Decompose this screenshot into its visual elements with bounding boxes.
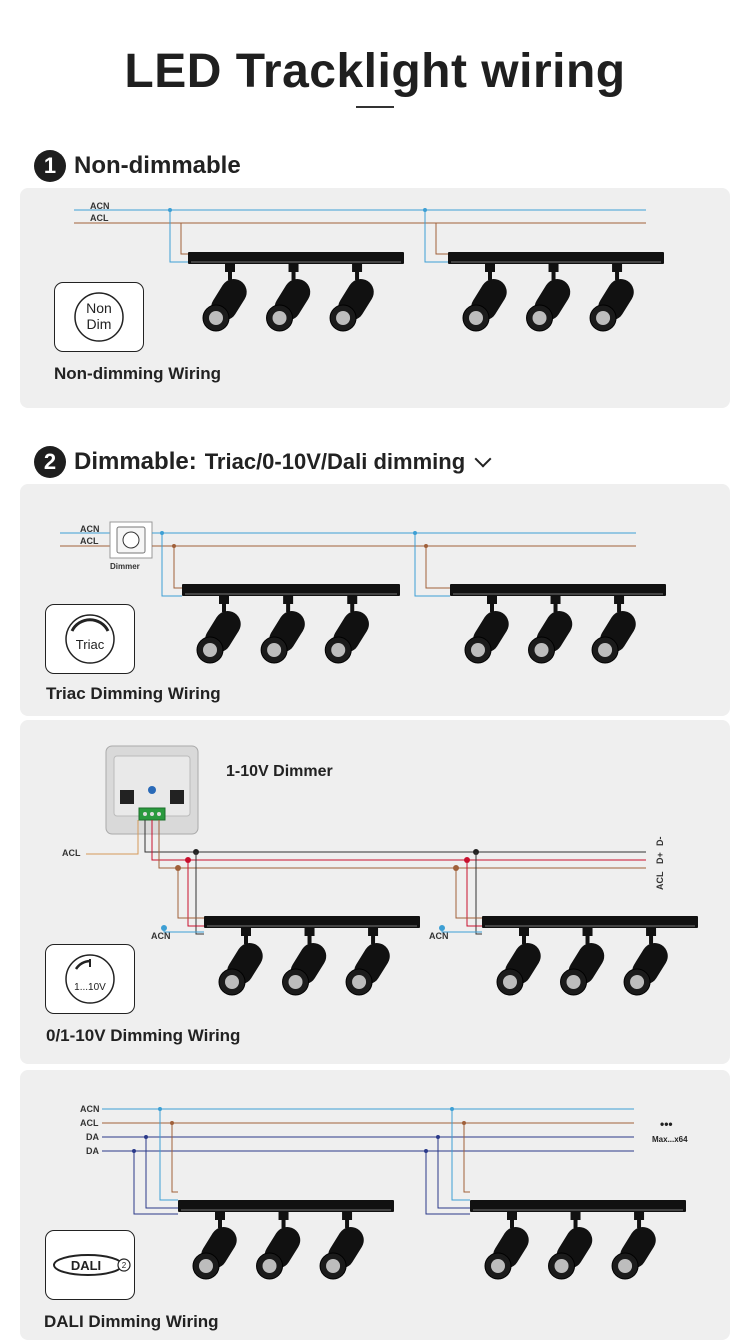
dali-caption: DALI Dimming Wiring [44,1312,219,1331]
spotlight-fixture [266,264,311,332]
spotlight-fixture [589,264,634,332]
1-10v-badge: 1...10V [45,944,135,1014]
section-2-title: Dimmable: [74,448,197,475]
dimmer-module [105,745,199,835]
spotlight-fixture [560,928,605,996]
da-label-2: DA [86,1146,99,1156]
section-1-header: 1 Non-dimmable [34,150,241,182]
acl-label: ACL [62,848,81,858]
track-rail-2 [482,916,698,996]
badge-non-text: Non [86,300,112,316]
track-rail-1 [188,252,404,332]
non-dim-badge: Non Dim [54,282,144,352]
panel-dali: ACN ACL DA DA ••• Max...x64 [20,1070,730,1340]
spotlight-fixture [345,928,390,996]
spotlight-fixture [528,596,573,664]
section-2-header: 2 Dimmable: Triac/0-10V/Dali dimming [34,446,492,478]
acn-label-1: ACN [151,931,171,941]
spotlight-fixture [591,596,636,664]
acl-label: ACL [80,1118,99,1128]
spotlight-fixture [196,596,241,664]
dimmer-label: Dimmer [110,562,140,571]
badge-triac-text: Triac [76,637,105,652]
acl-label: ACL [80,536,99,546]
badge-dali-text: DALI [71,1258,101,1273]
fixture-group-2 [423,208,448,263]
dali-badge: DALI 2 [45,1230,135,1300]
badge-dali-sup: 2 [122,1261,127,1270]
triac-caption: Triac Dimming Wiring [46,684,221,703]
dimming-1-10v-diagram: 1-10V Dimmer ACL ACN ACN D- D+ ACL [62,745,698,996]
more-dots: ••• [660,1117,673,1131]
dali-drops-2 [424,1107,470,1215]
badge-1-10v-text: 1...10V [74,982,106,993]
spotlight-fixture [611,1212,656,1280]
track-rail-1 [178,1200,394,1280]
max-label: Max...x64 [652,1135,688,1144]
da-label-1: DA [86,1132,99,1142]
spotlight-fixture [256,1212,301,1280]
page-title: LED Tracklight wiring [124,45,626,98]
dimmer-title: 1-10V Dimmer [226,763,333,780]
acn-label: ACN [80,524,100,534]
spotlight-fixture [623,928,668,996]
spotlight-fixture [218,928,263,996]
section-1-title: Non-dimmable [74,152,241,179]
spotlight-fixture [192,1212,237,1280]
track-rail-2 [470,1200,686,1280]
spotlight-fixture [329,264,374,332]
triac-badge: Triac [45,604,135,674]
track-rail-1 [204,916,420,996]
spotlight-fixture [462,264,507,332]
spotlight-fixture [282,928,327,996]
dali-diagram: ACN ACL DA DA ••• Max...x64 [80,1104,688,1280]
spotlight-fixture [484,1212,529,1280]
spotlight-fixture [548,1212,593,1280]
section-2-subtitle: Triac/0-10V/Dali dimming [204,449,466,474]
spotlight-fixture [319,1212,364,1280]
spotlight-fixture [464,596,509,664]
dimmer-switch: Dimmer [109,521,153,571]
panel-1-10v: 1-10V Dimmer ACL ACN ACN D- D+ ACL [20,720,730,1064]
acn-label-2: ACN [429,931,449,941]
section-1-number: 1 [34,150,66,182]
acn-label: ACN [90,201,110,211]
badge-dim-text: Dim [87,316,112,332]
spotlight-fixture [526,264,571,332]
spotlight-fixture [260,596,305,664]
1-10v-caption: 0/1-10V Dimming Wiring [46,1026,241,1045]
d-minus-label: D- [655,837,665,847]
track-rail-2 [448,252,664,332]
fixture-group-1 [168,208,188,263]
panel-triac: ACN ACL Dimmer Triac Triac Dimming Wirin… [20,484,730,716]
section-2-number: 2 [34,446,66,478]
track-rail-1 [182,584,400,664]
d-plus-label: D+ [655,852,665,864]
non-dimming-diagram: ACN ACL [74,201,664,332]
acn-label: ACN [80,1104,100,1114]
acl-right-label: ACL [655,871,665,890]
non-dimming-caption: Non-dimming Wiring [54,364,221,383]
spotlight-fixture [496,928,541,996]
acl-label: ACL [90,213,109,223]
spotlight-fixture [202,264,247,332]
track-rail-2 [450,584,666,664]
triac-diagram: ACN ACL Dimmer [60,521,666,664]
chevron-down-icon [474,450,492,468]
dali-drops-1 [132,1107,178,1215]
panel-non-dimming: ACN ACL Non Dim Non-dimming Wiring [20,188,730,408]
title-underline [356,106,394,108]
spotlight-fixture [324,596,369,664]
